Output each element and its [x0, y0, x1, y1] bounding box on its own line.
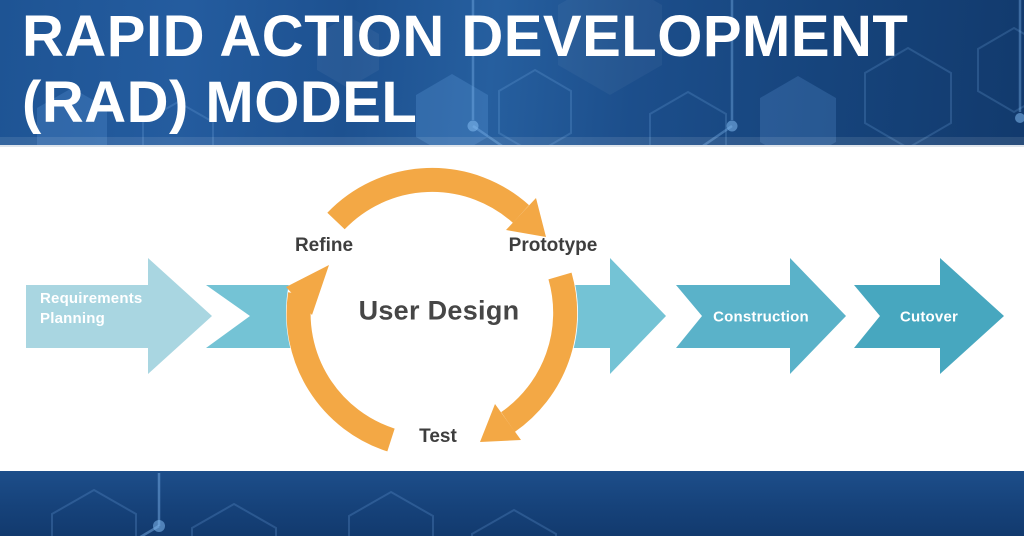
footer-banner [0, 471, 1024, 536]
header-hex-pattern [37, 0, 1024, 145]
label-requirements-planning: Requirements Planning [40, 290, 143, 327]
label-construction: Construction [713, 308, 809, 326]
label-user-design: User Design [358, 295, 520, 326]
label-cutover: Cutover [899, 308, 959, 326]
label-refine: Refine [294, 235, 354, 256]
page-title: RAPID ACTION DEVELOPMENT (RAD) MODEL [22, 4, 908, 136]
page-title-line2: (RAD) MODEL [22, 70, 418, 135]
label-prototype: Prototype [508, 235, 598, 256]
page-title-line1: RAPID ACTION DEVELOPMENT [22, 4, 909, 69]
header-banner: RAPID ACTION DEVELOPMENT (RAD) MODEL [0, 0, 1024, 145]
footer-hex-pattern [51, 473, 557, 536]
label-test: Test [419, 426, 457, 447]
